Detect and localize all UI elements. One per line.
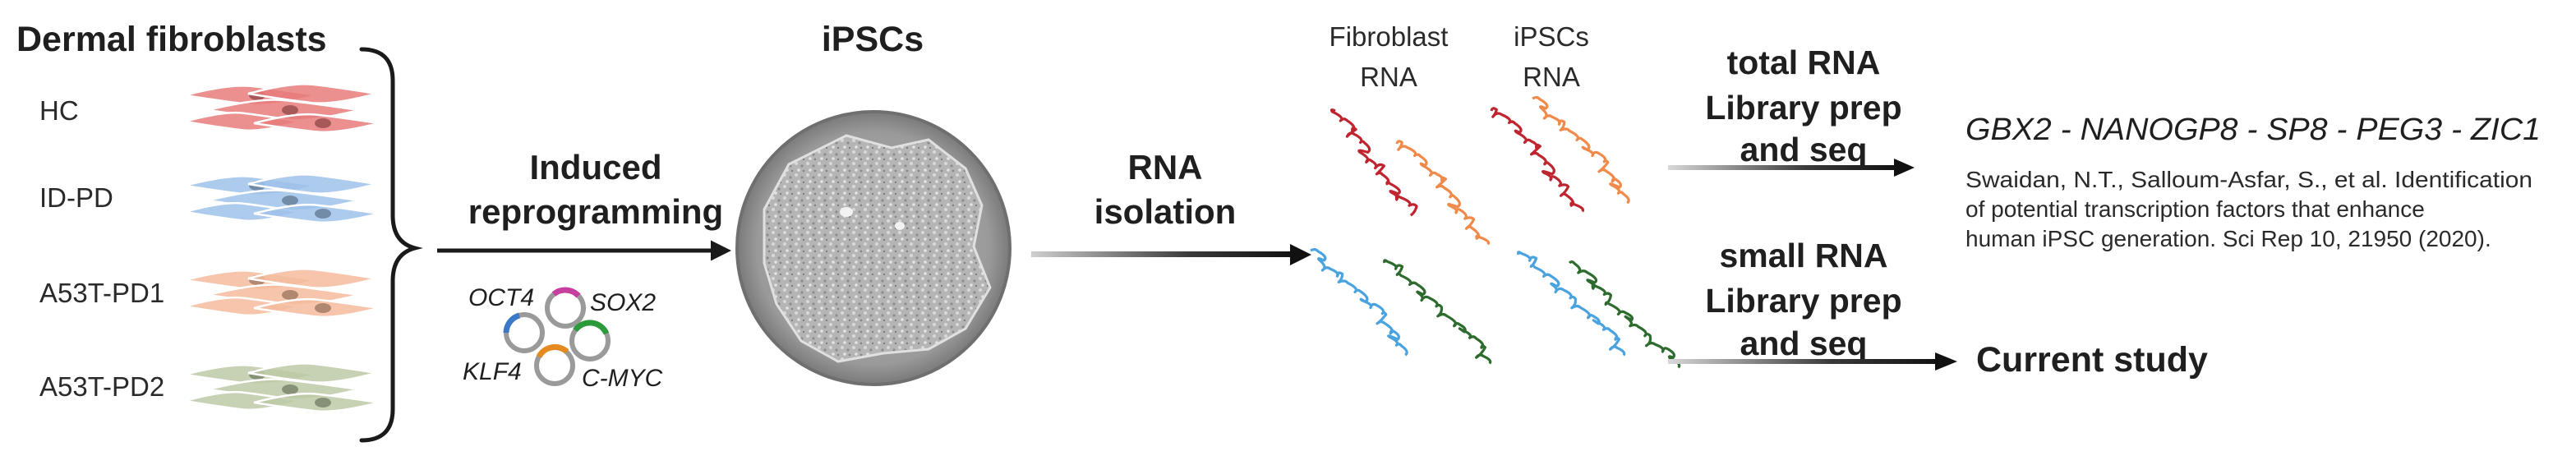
- plasmid-myc-icon: [569, 320, 611, 361]
- sample-label-a53t-pd2: A53T-PD2: [39, 371, 164, 402]
- ipsc-title: iPSCs: [822, 20, 924, 59]
- ipsc-rna-strands: [1490, 96, 1681, 369]
- cell-nucleus: [315, 303, 331, 313]
- small-rna-arrow-head: [1935, 352, 1957, 371]
- rna-strand: [1490, 107, 1584, 213]
- cell-nucleus: [315, 209, 331, 219]
- fibroblast-rna-label-1: Fibroblast: [1329, 21, 1449, 52]
- total-rna-arrow-shaft: [1668, 165, 1898, 170]
- rna-strand: [1517, 251, 1626, 357]
- reprogramming-label-2: reprogramming: [468, 192, 723, 231]
- factor-sox2: SOX2: [590, 289, 656, 316]
- rna-strand: [1568, 260, 1681, 369]
- total-rna-label-1: total RNA: [1727, 44, 1881, 81]
- fibroblast-rna-label-2: RNA: [1360, 62, 1417, 92]
- ipsc-rna-label-1: iPSCs: [1514, 21, 1589, 52]
- current-study-label: Current study: [1976, 340, 2208, 380]
- ipsc-rna-label-2: RNA: [1523, 62, 1580, 92]
- citation-line-2: of potential transcription factors that …: [1965, 196, 2425, 222]
- source-title: Dermal fibroblasts: [16, 20, 327, 59]
- cell-nucleus: [282, 105, 298, 115]
- isolation-label-2: isolation: [1094, 192, 1237, 231]
- isolation-label-1: RNA: [1128, 148, 1203, 186]
- cell-nucleus: [315, 398, 331, 407]
- cell-cluster-hc: [184, 83, 380, 134]
- samples-brace: [359, 47, 423, 443]
- cell-nucleus: [282, 384, 298, 394]
- sample-label-a53t-pd1: A53T-PD1: [39, 278, 164, 308]
- rna-strand: [1383, 259, 1492, 365]
- plasmid-sox2-icon: [545, 287, 586, 329]
- factor-klf4: KLF4: [463, 358, 522, 385]
- sample-label-hc: HC: [39, 95, 79, 126]
- citation-line-3: human iPSC generation. Sci Rep 10, 21950…: [1965, 226, 2491, 251]
- candidate-genes: GBX2 - NANOGP8 - SP8 - PEG3 - ZIC1: [1965, 113, 2541, 147]
- cell-cluster-id-pd: [184, 173, 380, 224]
- small-rna-arrow-shaft: [1668, 359, 1939, 364]
- reprogramming-label-1: Induced: [529, 148, 661, 186]
- fibroblast-rna-strands: [1310, 108, 1492, 365]
- plasmid-klf4-icon: [534, 343, 575, 386]
- rna-strand: [1329, 108, 1418, 217]
- sample-label-id-pd: ID-PD: [39, 182, 113, 213]
- small-rna-label-1: small RNA: [1719, 237, 1887, 274]
- total-rna-arrow-head: [1894, 159, 1915, 177]
- cell-nucleus: [282, 290, 298, 300]
- cell-nucleus: [282, 196, 298, 205]
- factor-cmyc: C-MYC: [582, 365, 663, 392]
- factor-oct4: OCT4: [468, 284, 534, 311]
- cell-nucleus: [315, 118, 331, 128]
- ipsc-colony-image: [735, 110, 1012, 386]
- isolation-arrow-head: [1290, 244, 1311, 265]
- total-rna-label-3: and seq: [1740, 131, 1868, 168]
- small-rna-label-2: Library prep: [1705, 282, 1901, 320]
- cell-cluster-a53t-pd2: [184, 362, 380, 413]
- plasmid-oct4-icon: [503, 312, 545, 353]
- cell-cluster-a53t-pd1: [184, 268, 380, 319]
- citation-line-1: Swaidan, N.T., Salloum-Asfar, S., et al.…: [1965, 167, 2532, 192]
- rna-strand: [1532, 96, 1630, 205]
- isolation-arrow-shaft: [1031, 251, 1294, 257]
- total-rna-label-2: Library prep: [1705, 89, 1901, 127]
- rna-strand: [1310, 248, 1408, 357]
- rna-strand: [1395, 140, 1490, 246]
- small-rna-label-3: and seq: [1740, 325, 1868, 362]
